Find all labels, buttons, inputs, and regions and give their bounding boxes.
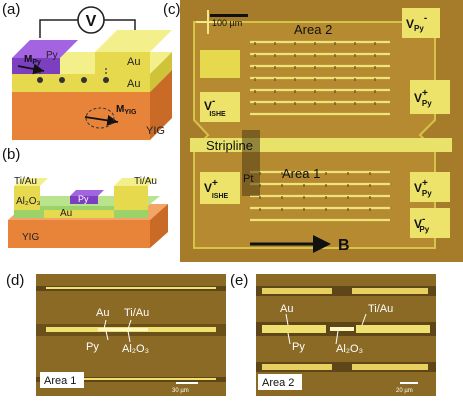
voltmeter-icon bbox=[77, 6, 105, 34]
scale-c: 100 µm bbox=[212, 18, 242, 28]
svg-text:V+ISHE: V+ISHE bbox=[204, 178, 229, 200]
au-label-e: Au bbox=[280, 303, 293, 315]
al2o3-label-b: Al₂O₃ bbox=[16, 196, 41, 207]
tiau-label-e: Ti/Au bbox=[368, 303, 393, 315]
area2-label: Area 2 bbox=[294, 22, 332, 37]
stripline-label: Stripline bbox=[206, 138, 253, 153]
py-label-d: Py bbox=[86, 341, 99, 353]
panel-d-micrograph: Au Ti/Au Py Al₂O₃ Area 1 30 µm bbox=[36, 274, 226, 396]
panel-e-label: (e) bbox=[230, 272, 249, 289]
au-lower-label: Au bbox=[127, 78, 140, 90]
panel-c-label: (c) bbox=[163, 1, 181, 18]
panel-c-micrograph: 100 µm Area 2 Area 1 Stripline Pt VPy- V… bbox=[180, 0, 463, 262]
py-label-b: Py bbox=[78, 194, 89, 204]
yig-label-b: YIG bbox=[22, 232, 39, 243]
au-upper-label: Au bbox=[127, 56, 140, 68]
area1-label: Area 1 bbox=[282, 166, 320, 181]
tiau-label-d: Ti/Au bbox=[124, 307, 149, 319]
pt-label: Pt bbox=[243, 173, 253, 185]
m-yig-label: M bbox=[116, 104, 124, 115]
svg-text:V+Py: V+Py bbox=[414, 178, 432, 198]
scale-d: 30 µm bbox=[172, 388, 189, 394]
tiau-left-label: Ti/Au bbox=[14, 176, 37, 187]
tiau-right-label: Ti/Au bbox=[134, 176, 157, 187]
panel-a-label: (a) bbox=[2, 1, 21, 18]
scale-e: 20 µm bbox=[396, 388, 413, 394]
svg-text:VPy-: VPy- bbox=[406, 13, 427, 33]
py-label-e: Py bbox=[292, 341, 305, 353]
panel-b-label: (b) bbox=[2, 146, 21, 163]
py-label: Py bbox=[46, 50, 58, 61]
al2o3-label-e: Al₂O₃ bbox=[336, 343, 363, 355]
voltmeter-label: V bbox=[86, 13, 97, 30]
area-label-e: Area 2 bbox=[262, 377, 294, 389]
svg-text:MPy: MPy bbox=[24, 54, 41, 66]
area-label-d: Area 1 bbox=[44, 375, 76, 387]
m-py-label: M bbox=[24, 54, 32, 65]
panel-e-micrograph: Au Ti/Au Py Al₂O₃ Area 2 20 µm bbox=[256, 274, 436, 396]
svg-text:MYIG: MYIG bbox=[116, 104, 137, 116]
panel-a-schematic: V MPy Py Au Au MYIG YIG bbox=[12, 6, 172, 140]
au-label-d: Au bbox=[96, 307, 109, 319]
svg-text:V-Py: V-Py bbox=[414, 214, 430, 234]
yig-label-a: YIG bbox=[146, 125, 165, 137]
field-label: B bbox=[338, 237, 350, 254]
panel-d-label: (d) bbox=[6, 272, 25, 289]
al2o3-label-d: Al₂O₃ bbox=[122, 343, 149, 355]
au-label-b: Au bbox=[60, 208, 72, 219]
svg-text:V-ISHE: V-ISHE bbox=[204, 96, 226, 118]
svg-text:V+Py: V+Py bbox=[414, 88, 432, 108]
panel-b-schematic: Ti/Au Ti/Au Al₂O₃ Au Py YIG bbox=[8, 176, 168, 248]
